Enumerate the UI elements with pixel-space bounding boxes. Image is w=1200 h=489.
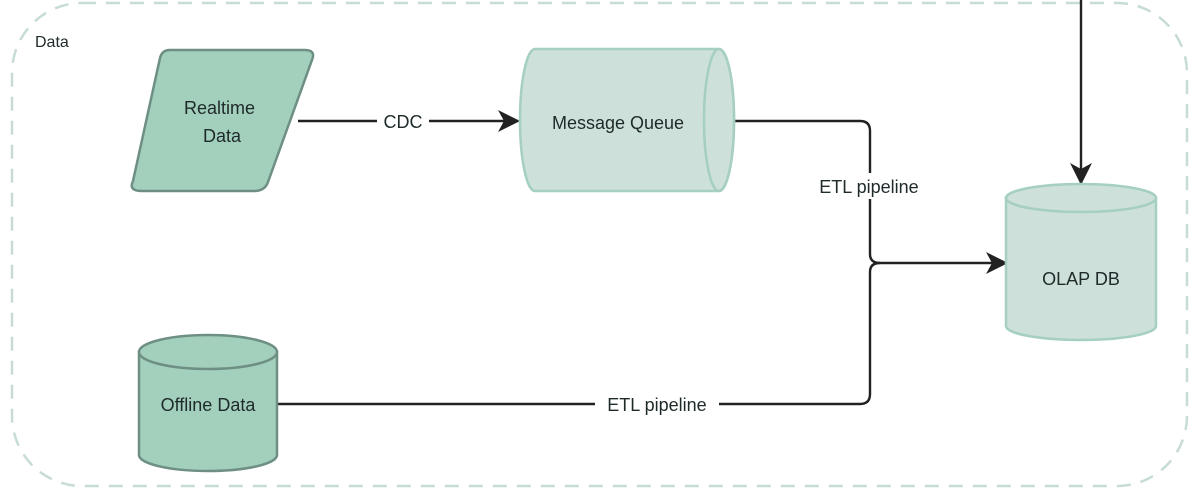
olap-db-node[interactable]: OLAP DB: [1004, 182, 1158, 342]
realtime-data-label: Realtime Data: [184, 98, 260, 146]
data-group: Data: [10, 1, 1189, 488]
realtime-data-line2: Data: [203, 126, 242, 146]
offline-data-node[interactable]: Offline Data: [137, 333, 279, 473]
offline-data-top: [137, 333, 279, 371]
data-group-label: Data: [35, 34, 69, 51]
offline-data-body: [137, 350, 279, 473]
message-queue-label: Message Queue: [552, 113, 684, 133]
message-queue-cap: [702, 47, 736, 193]
message-queue-node[interactable]: Message Queue: [518, 47, 736, 193]
olap-db-body: [1004, 196, 1158, 342]
edge-labels: CDC ETL pipeline ETL pipeline: [377, 108, 932, 417]
olap-db-label: OLAP DB: [1042, 269, 1120, 289]
etl-offline-edge[interactable]: [277, 261, 881, 406]
realtime-data-node[interactable]: Realtime Data: [130, 48, 315, 193]
realtime-data-shape: [130, 48, 315, 193]
etl-queue-label: ETL pipeline: [819, 177, 918, 197]
realtime-data-line1: Realtime: [184, 98, 255, 118]
cdc-label: CDC: [384, 112, 423, 132]
offline-data-label: Offline Data: [161, 395, 257, 415]
data-group-border: [10, 1, 1189, 488]
etl-offline-label: ETL pipeline: [607, 395, 706, 415]
olap-db-top: [1004, 182, 1158, 214]
